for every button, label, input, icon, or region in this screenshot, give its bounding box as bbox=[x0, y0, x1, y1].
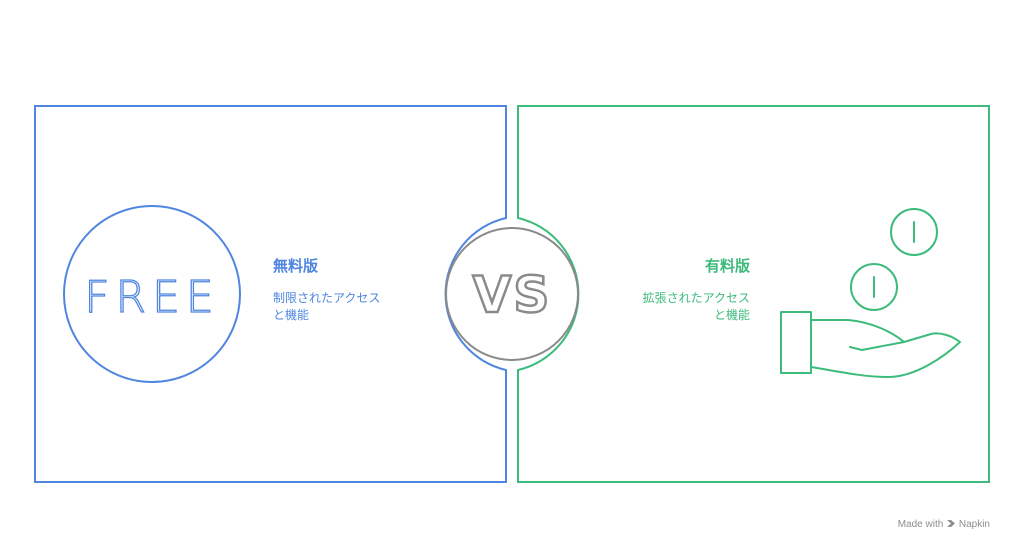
napkin-logo-icon bbox=[947, 520, 956, 527]
coin-icon bbox=[890, 208, 938, 256]
coin-icon bbox=[850, 263, 898, 311]
hand-coins-icon bbox=[780, 208, 961, 378]
watermark[interactable]: Made with Napkin bbox=[898, 519, 990, 530]
hand-icon bbox=[810, 319, 961, 378]
watermark-prefix: Made with bbox=[897, 519, 944, 530]
paid-description: 拡張されたアクセス と機能 bbox=[590, 290, 750, 324]
paid-description-line: 拡張されたアクセス bbox=[642, 291, 750, 305]
vs-label: VS bbox=[473, 266, 552, 324]
free-badge-label: FREE bbox=[84, 272, 219, 323]
free-badge-circle bbox=[63, 205, 241, 383]
free-description-line: と機能 bbox=[273, 308, 310, 322]
free-description: 制限されたアクセス と機能 bbox=[273, 290, 423, 324]
paid-description-line: と機能 bbox=[713, 308, 750, 322]
sleeve-icon bbox=[780, 311, 812, 374]
free-title: 無料版 bbox=[273, 257, 319, 275]
paid-panel bbox=[517, 105, 990, 483]
watermark-brand: Napkin bbox=[958, 519, 990, 530]
paid-title: 有料版 bbox=[704, 257, 750, 275]
free-description-line: 制限されたアクセス bbox=[273, 291, 381, 305]
vs-circle bbox=[445, 227, 579, 361]
